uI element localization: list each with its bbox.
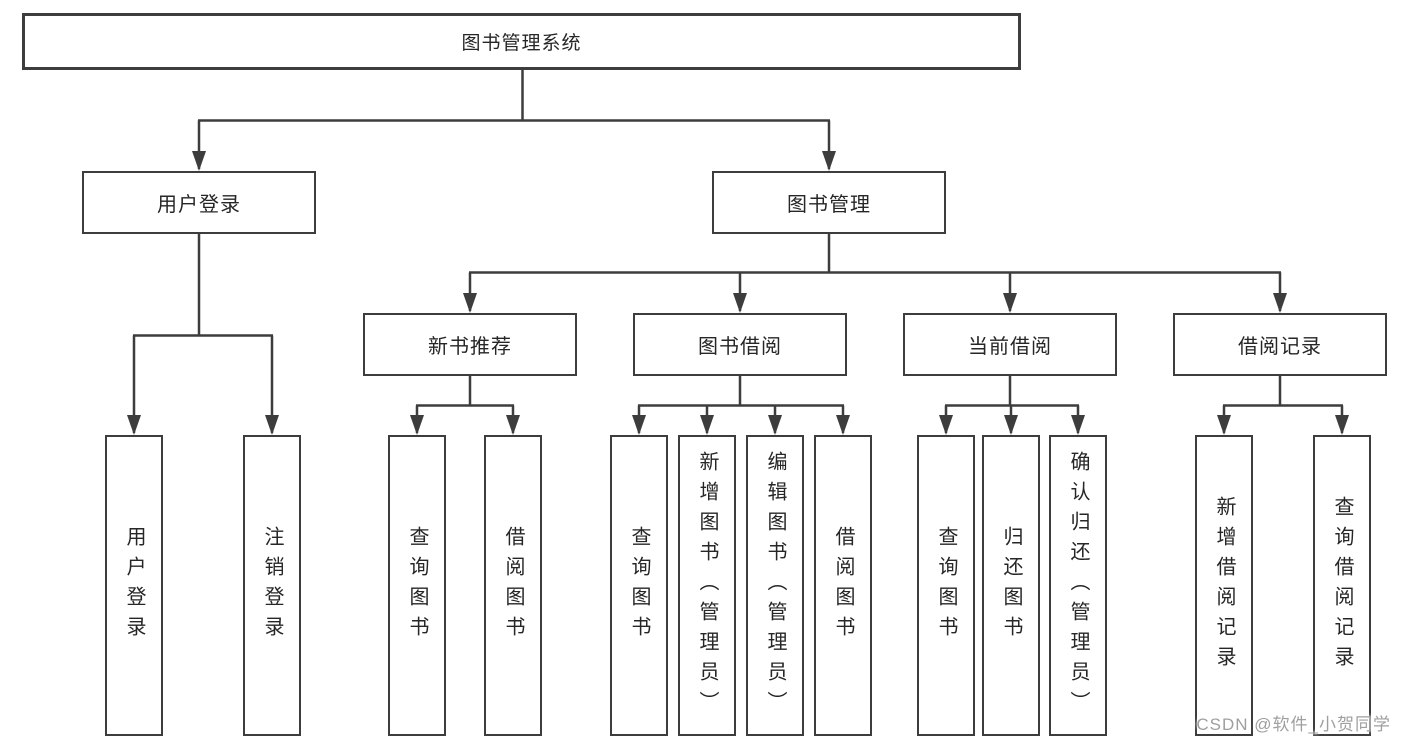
node-user-login: 用户登录 [82, 171, 316, 234]
leaf-record-add-borrow-record: 新增借阅记录 [1195, 435, 1253, 736]
leaf-current-return-books: 归还图书 [982, 435, 1040, 736]
node-book-borrow: 图书借阅 [633, 313, 847, 376]
node-borrow-records: 借阅记录 [1173, 313, 1387, 376]
leaf-borrow-query-books: 查询图书 [610, 435, 668, 736]
csdn-watermark: CSDN @软件_小贺同学 [1196, 715, 1391, 734]
leaf-borrow-add-books-admin: 新增图书（管理员） [678, 435, 736, 736]
tree-skeleton-lines [133, 69, 1343, 407]
leaf-logout: 注销登录 [243, 435, 301, 736]
leaf-newbook-borrow-books: 借阅图书 [484, 435, 542, 736]
leaf-current-confirm-return-admin: 确认归还（管理员） [1049, 435, 1107, 736]
leaf-borrow-borrow-books: 借阅图书 [814, 435, 872, 736]
arrow-lines [127, 120, 1349, 435]
leaf-user-login: 用户登录 [105, 435, 163, 736]
node-system-root: 图书管理系统 [22, 13, 1021, 70]
node-new-book-recommend: 新书推荐 [363, 313, 577, 376]
node-current-borrow: 当前借阅 [903, 313, 1117, 376]
node-book-management: 图书管理 [712, 171, 946, 234]
leaf-record-query-borrow-record: 查询借阅记录 [1313, 435, 1371, 736]
leaf-newbook-query-books: 查询图书 [388, 435, 446, 736]
leaf-borrow-edit-books-admin: 编辑图书（管理员） [746, 435, 804, 736]
leaf-current-query-books: 查询图书 [917, 435, 975, 736]
